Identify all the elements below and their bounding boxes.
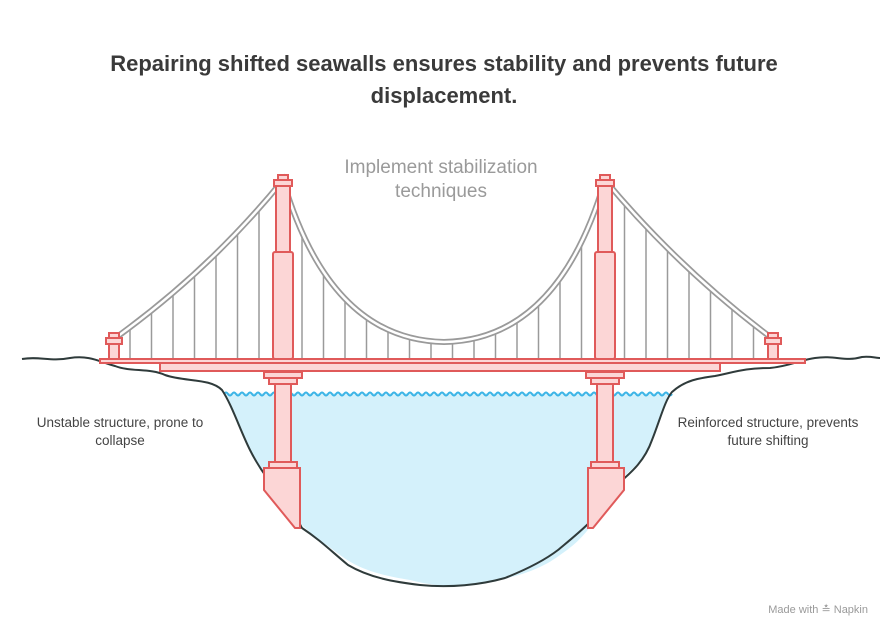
main-tower-right bbox=[585, 174, 625, 529]
tower-footing bbox=[587, 467, 625, 529]
suspender-cables bbox=[129, 202, 755, 359]
tower-footing bbox=[263, 467, 301, 529]
end-tower-right bbox=[764, 332, 782, 360]
ground-line bbox=[21, 355, 881, 588]
tower-segment bbox=[274, 383, 292, 463]
unstable-structure-label: Unstable structure, prone to collapse bbox=[36, 415, 204, 448]
main-tower-left bbox=[263, 174, 303, 529]
page-title: Repairing shifted seawalls ensures stabi… bbox=[110, 51, 778, 108]
main-cable bbox=[112, 173, 775, 346]
tower-segment bbox=[272, 251, 294, 360]
tower-segment bbox=[596, 383, 614, 463]
stabilization-label: Implement stabilization techniques bbox=[344, 157, 538, 202]
tower-segment bbox=[597, 185, 613, 253]
tower-segment bbox=[594, 251, 616, 360]
watermark: Made with ≛ Napkin bbox=[768, 603, 868, 616]
reinforced-structure-label: Reinforced structure, prevents future sh… bbox=[677, 415, 859, 448]
water-body bbox=[224, 393, 668, 586]
watermark-prefix: Made with bbox=[768, 604, 819, 616]
tower-segment bbox=[275, 185, 291, 253]
bridge-deck bbox=[99, 358, 806, 372]
end-tower-left bbox=[105, 332, 123, 360]
napkin-logo-icon: ≛ bbox=[821, 604, 831, 616]
watermark-brand: Napkin bbox=[833, 604, 868, 616]
